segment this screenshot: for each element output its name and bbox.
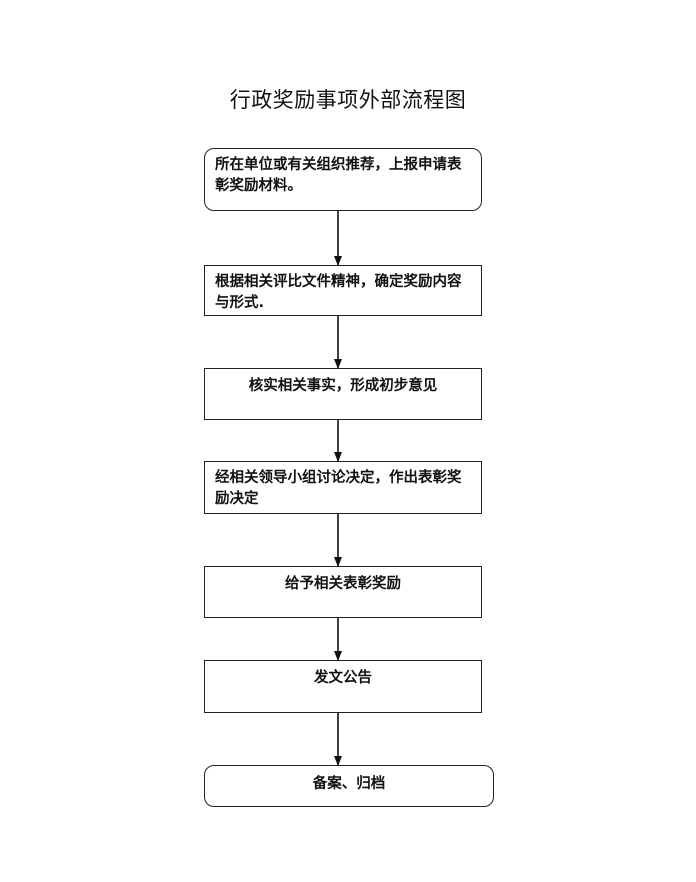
- flow-step-2: 根据相关评比文件精神，确定奖励内容与形式.: [204, 265, 482, 316]
- flow-step-1-text: 所在单位或有关组织推荐，上报申请表彰奖励材料。: [215, 157, 462, 194]
- flow-step-7-text: 备案、归档: [312, 776, 386, 792]
- flow-step-5: 给予相关表彰奖励: [204, 566, 482, 618]
- flow-step-6-text: 发文公告: [314, 670, 372, 686]
- diagram-title: 行政奖励事项外部流程图: [229, 88, 467, 112]
- flow-step-5-text: 给予相关表彰奖励: [285, 576, 401, 592]
- flow-step-6: 发文公告: [204, 660, 482, 713]
- flow-step-1: 所在单位或有关组织推荐，上报申请表彰奖励材料。: [204, 148, 482, 211]
- flow-step-3: 核实相关事实，形成初步意见: [204, 368, 482, 420]
- flow-step-4-text: 经相关领导小组讨论决定，作出表彰奖励决定: [215, 470, 462, 507]
- flow-step-3-text: 核实相关事实，形成初步意见: [248, 378, 438, 394]
- flow-step-7: 备案、归档: [204, 765, 494, 807]
- flow-step-4: 经相关领导小组讨论决定，作出表彰奖励决定: [204, 461, 482, 514]
- flow-step-2-text: 根据相关评比文件精神，确定奖励内容与形式.: [215, 274, 462, 311]
